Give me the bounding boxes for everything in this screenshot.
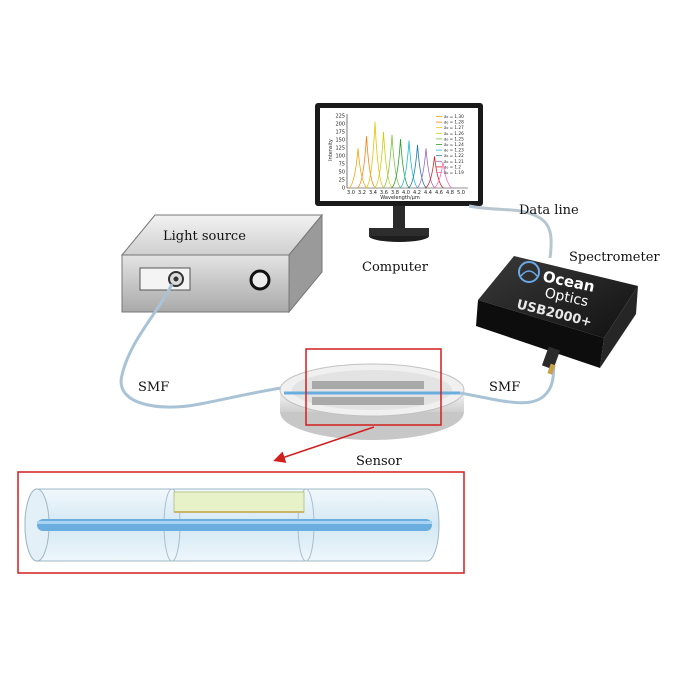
chart-x-tick: 3.4 bbox=[369, 190, 377, 196]
chart-peak-line bbox=[425, 156, 444, 189]
sensor-detail-view bbox=[17, 471, 465, 574]
zoom-arrow bbox=[273, 426, 375, 463]
chart-peak-line bbox=[408, 144, 427, 189]
chart-x-tick: 4.2 bbox=[413, 190, 421, 196]
chart-legend-entry: a₀ = 1.21 bbox=[444, 159, 464, 164]
chart-legend-entry: a₀ = 1.28 bbox=[444, 120, 464, 125]
label-smf-right: SMF bbox=[489, 380, 520, 395]
chart-x-tick: 3.8 bbox=[391, 190, 399, 196]
chart-x-tick: 4.4 bbox=[424, 190, 432, 196]
chart-y-tick: 150 bbox=[335, 138, 345, 144]
chart-legend-entry: a₀ = 1.19 bbox=[444, 170, 464, 175]
chart-peak-line bbox=[433, 162, 453, 189]
chart-peak-line bbox=[416, 148, 436, 189]
label-smf-left: SMF bbox=[138, 380, 169, 395]
light-source-device bbox=[120, 213, 324, 314]
spectrometer-device: Ocean Optics USB2000+ bbox=[476, 256, 638, 375]
chart-y-tick: 25 bbox=[339, 178, 345, 184]
chart-legend-entry: a₀ = 1.26 bbox=[444, 131, 464, 136]
chart-x-tick: 3.0 bbox=[347, 190, 355, 196]
chart-peak-line bbox=[374, 131, 393, 189]
chart-peak-line bbox=[365, 121, 385, 189]
label-sensor: Sensor bbox=[356, 454, 402, 469]
chart-y-label: Intensity bbox=[328, 139, 334, 161]
smf-fiber-right bbox=[459, 365, 556, 405]
label-data-line: Data line bbox=[519, 203, 579, 218]
chart-peak-line bbox=[391, 139, 410, 189]
chart-y-tick: 125 bbox=[335, 146, 345, 152]
chart-legend-entry: a₀ = 1.2 bbox=[444, 164, 461, 169]
chart-y-tick: 225 bbox=[335, 114, 345, 120]
fiber-core bbox=[37, 519, 432, 531]
sensing-film bbox=[173, 491, 305, 513]
chart-legend-entry: a₀ = 1.27 bbox=[444, 125, 464, 130]
chart-legend-entry: a₀ = 1.23 bbox=[444, 148, 464, 153]
sensor-highlight-box bbox=[305, 348, 442, 426]
chart-y-tick: 75 bbox=[339, 162, 345, 168]
data-line-cable bbox=[468, 204, 553, 259]
chart-y-tick: 0 bbox=[342, 186, 345, 192]
chart-legend-entry: a₀ = 1.30 bbox=[444, 114, 464, 119]
chart-legend-entry: a₀ = 1.24 bbox=[444, 142, 464, 147]
chart-y-tick: 200 bbox=[335, 122, 345, 128]
chart-x-tick: 3.6 bbox=[380, 190, 388, 196]
smf-fiber-left bbox=[119, 283, 289, 409]
label-computer: Computer bbox=[362, 260, 429, 275]
sensor-dish bbox=[279, 363, 465, 440]
chart-peak-line bbox=[348, 148, 368, 189]
chart-x-tick: 4.0 bbox=[402, 190, 410, 196]
chart-y-tick: 50 bbox=[339, 170, 345, 176]
label-light-source: Light source bbox=[163, 229, 246, 244]
label-spectrometer: Spectrometer bbox=[569, 250, 660, 265]
chart-x-tick: 4.8 bbox=[446, 190, 454, 196]
light-source-knob bbox=[249, 269, 271, 291]
chart-x-label: Wavelength/μm bbox=[380, 195, 420, 201]
chart-x-tick: 4.6 bbox=[435, 190, 443, 196]
chart-x-tick: 5.0 bbox=[457, 190, 465, 196]
chart-y-tick: 100 bbox=[335, 154, 345, 160]
chart-x-tick: 3.2 bbox=[358, 190, 366, 196]
chart-y-tick: 175 bbox=[335, 130, 345, 136]
chart-peak-line bbox=[399, 140, 419, 189]
chart-peak-line bbox=[357, 136, 376, 189]
chart-legend-entry: a₀ = 1.22 bbox=[444, 153, 464, 158]
chart-legend-entry: a₀ = 1.25 bbox=[444, 136, 464, 141]
chart-peak-line bbox=[382, 134, 402, 189]
